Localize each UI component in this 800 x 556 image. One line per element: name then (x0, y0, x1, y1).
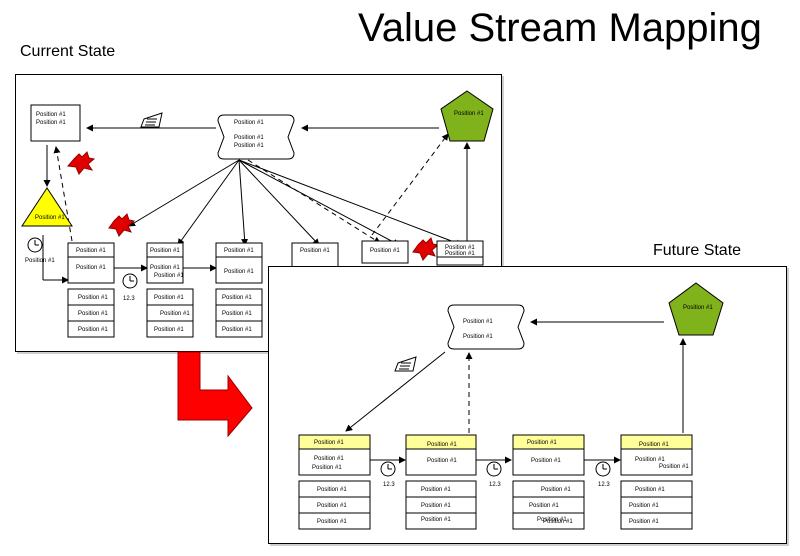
svg-text:Position #1: Position #1 (78, 311, 108, 317)
svg-text:Position #1: Position #1 (222, 295, 252, 301)
electronic-info-icon (394, 356, 417, 372)
svg-text:Position #1: Position #1 (154, 295, 184, 301)
kaizen-burst-icon (67, 151, 96, 175)
supplier-pentagon (440, 90, 494, 142)
svg-text:Position #1: Position #1 (160, 311, 190, 317)
production-control-box (217, 114, 295, 160)
electronic-info-icon (140, 112, 163, 128)
process-box-labels: Position #1 Position #1 Position #1 Posi… (76, 245, 475, 279)
svg-text:Position #1: Position #1 (314, 440, 344, 446)
inventory-triangle (21, 187, 73, 227)
current-state-label: Current State (20, 43, 116, 60)
future-process-boxes (298, 434, 693, 476)
future-control-label-1: Position #1 (463, 319, 493, 325)
customer-label-2: Position #1 (36, 120, 66, 126)
svg-text:Position #1: Position #1 (635, 487, 665, 493)
data-box-labels: Position #1 Position #1 Position #1 Posi… (78, 295, 252, 333)
control-arrows (42, 124, 471, 284)
svg-text:Position #1: Position #1 (421, 487, 451, 493)
kaizen-burst-icon (412, 237, 440, 261)
svg-text:Position #1: Position #1 (370, 248, 400, 254)
svg-text:Position #1: Position #1 (222, 327, 252, 333)
svg-text:12.3: 12.3 (383, 482, 395, 488)
future-control-label-2: Position #1 (463, 334, 493, 340)
svg-text:Position #1: Position #1 (421, 503, 451, 509)
svg-text:Position #1: Position #1 (427, 458, 457, 464)
svg-text:Position #1: Position #1 (317, 487, 347, 493)
svg-text:Position #1: Position #1 (659, 464, 689, 470)
svg-text:Position #1: Position #1 (150, 265, 180, 271)
svg-text:Position #1: Position #1 (529, 503, 559, 509)
future-arrows (345, 318, 687, 464)
svg-text:Position #1: Position #1 (222, 311, 252, 317)
future-state-panel: Position #1 Position #1 Position #1 Posi… (268, 266, 787, 544)
svg-text:Position #1: Position #1 (445, 245, 475, 251)
svg-text:Position #1: Position #1 (541, 487, 571, 493)
page-title: Value Stream Mapping (358, 6, 762, 50)
future-control-box (447, 304, 525, 350)
svg-text:Position #1: Position #1 (629, 519, 659, 525)
data-boxes (67, 288, 263, 338)
transition-arrow (177, 351, 253, 438)
svg-text:Position #1: Position #1 (543, 519, 573, 525)
kaizen-burst-icon (108, 213, 136, 237)
svg-text:Position #1: Position #1 (531, 458, 561, 464)
supplier-label: Position #1 (454, 111, 484, 117)
svg-text:Position #1: Position #1 (317, 503, 347, 509)
svg-text:Position #1: Position #1 (312, 465, 342, 471)
svg-text:Position #1: Position #1 (421, 517, 451, 523)
svg-text:Position #1: Position #1 (76, 248, 106, 254)
svg-text:Position #1: Position #1 (150, 248, 180, 254)
svg-text:Position #1: Position #1 (224, 269, 254, 275)
svg-text:Position #1: Position #1 (154, 273, 184, 279)
svg-text:Position #1: Position #1 (78, 295, 108, 301)
svg-text:Position #1: Position #1 (639, 442, 669, 448)
control-label-1: Position #1 (234, 120, 264, 126)
future-supplier-pentagon (668, 282, 724, 336)
svg-text:Position #1: Position #1 (629, 503, 659, 509)
timer-value: 12.3 (123, 296, 135, 302)
future-timers: 12.3 12.3 12.3 (380, 461, 611, 488)
svg-text:12.3: 12.3 (598, 482, 610, 488)
svg-text:Position #1: Position #1 (635, 457, 665, 463)
control-label-2: Position #1 (234, 135, 264, 141)
dashed-arrows (53, 133, 449, 244)
customer-label-1: Position #1 (36, 112, 66, 118)
future-data-labels: Position #1 Position #1 Position #1 Posi… (317, 487, 665, 525)
inventory-label: Position #1 (35, 215, 65, 221)
svg-text:Position #1: Position #1 (154, 327, 184, 333)
svg-text:Position #1: Position #1 (300, 248, 330, 254)
timer-label-left: Position #1 (25, 258, 55, 264)
svg-text:Position #1: Position #1 (537, 517, 567, 523)
future-data-boxes (298, 480, 693, 530)
svg-text:Position #1: Position #1 (427, 442, 457, 448)
svg-text:12.3: 12.3 (489, 482, 501, 488)
svg-text:Position #1: Position #1 (314, 456, 344, 462)
svg-text:Position #1: Position #1 (527, 440, 557, 446)
future-state-label: Future State (653, 242, 742, 259)
customer-box (30, 104, 81, 142)
svg-text:Position #1: Position #1 (76, 265, 106, 271)
future-process-labels: Position #1 Position #1 Position #1 Posi… (312, 440, 689, 471)
svg-text:Position #1: Position #1 (445, 251, 475, 257)
future-supplier-label: Position #1 (683, 305, 713, 311)
svg-text:Position #1: Position #1 (317, 519, 347, 525)
control-label-3: Position #1 (234, 143, 264, 149)
svg-text:Position #1: Position #1 (78, 327, 108, 333)
future-state-diagram: Position #1 Position #1 Position #1 Posi… (298, 282, 724, 530)
svg-text:Position #1: Position #1 (224, 248, 254, 254)
